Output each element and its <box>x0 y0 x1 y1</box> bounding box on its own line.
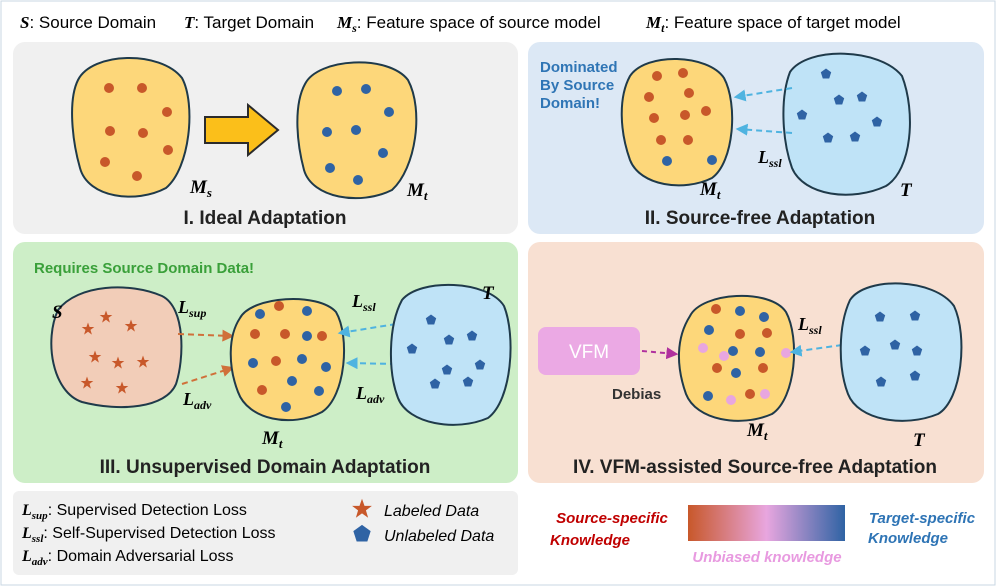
panel3-target-domain-blob <box>389 283 512 426</box>
panel2-model-blob <box>620 58 734 187</box>
dominated-note-1: Dominated <box>540 59 618 76</box>
panel4-label-t: T <box>913 430 926 451</box>
dominated-note-3: Domain! <box>540 95 600 112</box>
panel4-target-dots <box>703 306 769 401</box>
panel4-lssl: Lssl <box>797 314 822 337</box>
panel4-target-domain-blob <box>839 282 963 422</box>
label-ms: Ms <box>189 177 212 200</box>
panel3-label-mt: Mt <box>261 428 283 451</box>
panel3-lssl: Lssl <box>351 291 376 314</box>
debias-label: Debias <box>612 386 661 403</box>
panel3-arrow-lsup <box>177 329 235 342</box>
unbiased-knowledge: Unbiased knowledge <box>692 549 841 566</box>
panel2-target-domain-blob <box>782 52 911 196</box>
label-mt: Mt <box>406 180 428 203</box>
panel2-label-mt: Mt <box>699 179 721 202</box>
loss-legend-bg <box>13 491 518 575</box>
panel3-ladv: Ladv <box>182 389 212 412</box>
vfm-box <box>538 327 640 375</box>
knowledge-gradient-bar <box>688 505 845 541</box>
panel-unsupervised-domain-adaptation: Requires Source Domain Data! S Lsup Ladv <box>13 242 518 483</box>
vfm-arrow <box>641 347 679 360</box>
panel-1-title: I. Ideal Adaptation <box>184 208 347 229</box>
dominated-note-2: By Source <box>540 77 614 94</box>
legend-unlabeled: Unlabeled Data <box>384 528 494 545</box>
header-legend: S: Source Domain T: Target Domain Ms: Fe… <box>20 13 901 35</box>
panel4-source-dots <box>711 304 772 399</box>
panel-4-title: IV. VFM-assisted Source-free Adaptation <box>573 457 937 478</box>
legend-lssl: Lssl: Self-Supervised Detection Loss <box>21 525 276 545</box>
panel3-lsup: Lsup <box>177 297 206 320</box>
target-dots <box>322 84 394 185</box>
panel-2-title: II. Source-free Adaptation <box>645 208 876 229</box>
panel4-unbiased-dots <box>698 343 791 405</box>
source-dots <box>100 83 173 181</box>
panel-3-title: III. Unsupervised Domain Adaptation <box>100 457 431 478</box>
panel3-model-blob <box>229 298 346 422</box>
knowledge-legend: Source-specific Knowledge Target-specifi… <box>550 505 976 566</box>
target-knowledge-2: Knowledge <box>868 530 948 547</box>
panel3-arrow-ladv <box>181 365 235 385</box>
panel3-target-dots <box>248 306 331 412</box>
source-domain-blob <box>50 286 183 409</box>
adaptation-arrow <box>204 102 280 158</box>
panel4-label-mt: Mt <box>746 420 768 443</box>
loss-legend: Lsup: Supervised Detection Loss Lssl: Se… <box>13 491 518 575</box>
legend-labeled: Labeled Data <box>384 503 479 520</box>
legend-lsup: Lsup: Supervised Detection Loss <box>21 502 247 522</box>
panel-source-free-adaptation: Dominated By Source Domain! Lssl Mt T II… <box>528 42 984 234</box>
panel2-target-dots <box>662 155 717 166</box>
panel-ideal-adaptation: Ms Mt I. Ideal Adaptation <box>13 42 518 234</box>
requires-source-note: Requires Source Domain Data! <box>34 260 254 277</box>
target-knowledge-1: Target-specific <box>869 510 976 527</box>
legend-ladv: Ladv: Domain Adversarial Loss <box>21 548 234 568</box>
header-ms: Ms: Feature space of source model <box>336 13 601 35</box>
panel3-label-t: T <box>482 283 495 304</box>
header-s: S: Source Domain <box>20 13 156 32</box>
panel3-source-dots <box>250 301 327 395</box>
vfm-label: VFM <box>569 342 609 363</box>
panel3-arrow-ladv2 <box>345 357 397 370</box>
panel2-loss-ssl: Lssl <box>757 147 782 170</box>
panel4-arrow-lssl <box>789 344 843 357</box>
panel2-label-t: T <box>900 180 913 201</box>
source-knowledge-2: Knowledge <box>550 532 630 549</box>
header-mt: Mt: Feature space of target model <box>645 13 901 35</box>
panel4-model-blob <box>678 295 796 422</box>
panel3-ladv2: Ladv <box>355 383 385 406</box>
source-feature-space-blob <box>71 57 191 198</box>
header-t: T: Target Domain <box>184 13 314 32</box>
panel2-source-dots <box>644 68 711 145</box>
source-knowledge-1: Source-specific <box>556 510 668 527</box>
panel-vfm-assisted-adaptation: VFM Debias Lssl Mt T I <box>528 242 984 483</box>
panel2-arrow-2 <box>735 123 793 136</box>
panel3-label-s: S <box>52 302 63 323</box>
